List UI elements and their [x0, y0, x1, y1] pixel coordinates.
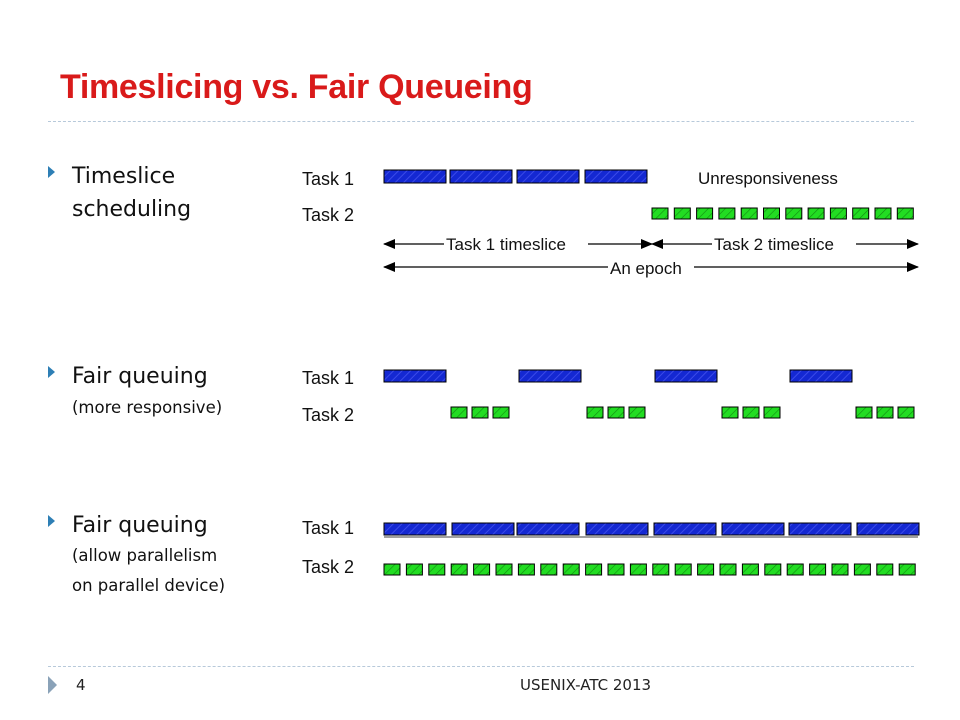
task2-block	[896, 207, 914, 220]
bullet-heading: Fair queuing	[72, 364, 208, 389]
epoch-label: An epoch	[610, 259, 682, 278]
task2-block	[763, 207, 780, 220]
task2-block	[898, 563, 916, 576]
task2-label: Task 2	[302, 205, 355, 225]
task2-block	[874, 207, 892, 220]
task2-block	[629, 563, 647, 576]
task2-block	[786, 563, 804, 576]
task2-block	[585, 563, 603, 576]
task1-timeslice-label: Task 1 timeslice	[446, 235, 566, 254]
task2-block	[450, 406, 468, 419]
task2-block	[652, 563, 670, 576]
task2-block	[897, 406, 915, 419]
bullet-timeslice-text: Timeslice scheduling	[72, 160, 272, 226]
bullet-note-line2: on parallel device)	[72, 576, 226, 595]
unresponsiveness-label: Unresponsiveness	[698, 169, 838, 188]
task2-block	[697, 563, 715, 576]
bullet-triangle-icon	[48, 166, 55, 178]
task2-block	[852, 207, 870, 220]
task2-block	[673, 207, 691, 220]
title-divider	[48, 121, 914, 122]
task2-block	[719, 563, 737, 576]
task2-block	[853, 563, 871, 576]
task2-block	[628, 406, 646, 419]
task2-label: Task 2	[302, 405, 355, 425]
task2-block	[492, 406, 510, 419]
task2-block	[855, 406, 873, 419]
fairqueue-task2-blocks	[450, 406, 915, 419]
task2-timeslice-label: Task 2 timeslice	[714, 235, 834, 254]
task2-block	[471, 406, 489, 419]
footer-conference: USENIX-ATC 2013	[520, 676, 652, 694]
task2-block	[383, 563, 401, 576]
timeslice-task1-blocks	[383, 169, 648, 184]
task2-block	[674, 563, 692, 576]
task2-block	[809, 563, 827, 576]
task2-block	[876, 563, 894, 576]
task2-block	[829, 207, 847, 220]
footer-divider	[48, 666, 914, 667]
bullet-note-line1: (allow parallelism	[72, 546, 218, 565]
timeslice-task2-blocks	[651, 207, 914, 220]
task2-block	[405, 563, 423, 576]
bullet-note: (more responsive)	[72, 398, 223, 417]
task1-label: Task 1	[302, 169, 355, 189]
task1-label: Task 1	[302, 368, 355, 388]
bullet-heading-line2: scheduling	[72, 197, 192, 222]
bullet-triangle-icon	[48, 515, 55, 527]
task2-label: Task 2	[302, 557, 355, 577]
task2-block	[764, 563, 782, 576]
bullet-heading-line1: Timeslice	[72, 164, 176, 189]
task2-block	[741, 563, 759, 576]
task2-block	[607, 406, 625, 419]
task2-block	[473, 563, 491, 576]
bullet-heading: Fair queuing	[72, 513, 208, 538]
page-number: 4	[76, 676, 86, 694]
task2-block	[831, 563, 849, 576]
task2-block	[428, 563, 446, 576]
task2-block	[740, 207, 758, 220]
task2-block	[876, 406, 894, 419]
task2-block	[696, 207, 714, 220]
task2-block	[807, 207, 825, 220]
task2-block	[607, 563, 625, 576]
task2-block	[450, 563, 468, 576]
task2-block	[540, 563, 558, 576]
task2-block	[718, 207, 736, 220]
task2-block	[785, 207, 803, 220]
bullet-triangle-icon	[48, 366, 55, 378]
task2-block	[742, 406, 760, 419]
task2-block	[763, 406, 781, 419]
slide-title: Timeslicing vs. Fair Queueing	[60, 68, 533, 106]
task2-block	[495, 563, 513, 576]
footer-triangle-icon	[48, 676, 57, 694]
task2-block	[651, 207, 669, 220]
task1-label: Task 1	[302, 518, 355, 538]
task2-block	[586, 406, 604, 419]
parallel-task1-blocks	[383, 522, 920, 536]
parallel-task2-blocks	[383, 563, 916, 576]
task2-block	[721, 406, 739, 419]
task2-block	[562, 563, 580, 576]
fairqueue-task1-blocks	[383, 369, 853, 383]
task2-block	[517, 563, 535, 576]
